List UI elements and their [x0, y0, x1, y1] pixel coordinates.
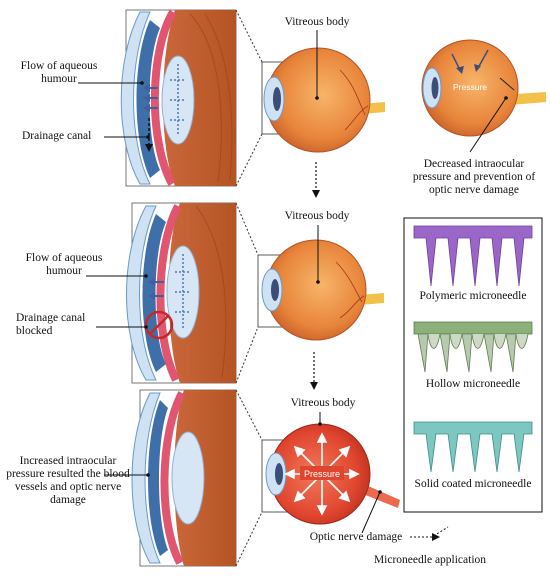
solid-label: Solid coated microneedle — [414, 478, 532, 490]
polymeric-microneedle-art — [413, 225, 533, 287]
eye-3 — [261, 423, 400, 525]
panel2-zoom — [126, 202, 237, 384]
panel3-zoom — [131, 389, 237, 567]
eye-1 — [261, 47, 385, 153]
vitreous-label-3: Vitreous body — [290, 397, 356, 409]
flow-label-1: Flow of aqueous humour — [20, 60, 98, 85]
solid-microneedle-art — [413, 421, 533, 473]
application-label: Microneedle application — [373, 554, 487, 566]
drain-label-1: Drainage canal — [22, 130, 92, 142]
polymeric-label: Polymeric microneedle — [419, 290, 527, 302]
treated-pressure-label: Pressure — [453, 82, 487, 92]
blocked-canal-marker — [144, 310, 174, 340]
damage-label: Increased intraocular pressure resulted … — [6, 455, 130, 506]
flow-label-2: Flow of aqueous humour — [25, 252, 103, 277]
application-link — [410, 526, 449, 538]
hollow-microneedle-art — [413, 321, 533, 373]
hollow-label: Hollow microneedle — [425, 378, 521, 390]
treated-eye — [421, 39, 546, 137]
panel1-zoom — [120, 9, 237, 187]
vitreous-label-2: Vitreous body — [284, 210, 350, 222]
outcome-label: Decreased intraocular pressure and preve… — [412, 158, 536, 196]
optic-leader — [361, 491, 381, 534]
outcome-leader — [469, 97, 507, 153]
optic-damage-label: Optic nerve damage — [309, 531, 403, 543]
eye3-pressure-label: Pressure — [304, 469, 340, 479]
eye-2 — [257, 239, 384, 341]
vitreous-label-1: Vitreous body — [284, 16, 350, 28]
drain-label-2: Drainage canal blocked — [16, 312, 86, 337]
